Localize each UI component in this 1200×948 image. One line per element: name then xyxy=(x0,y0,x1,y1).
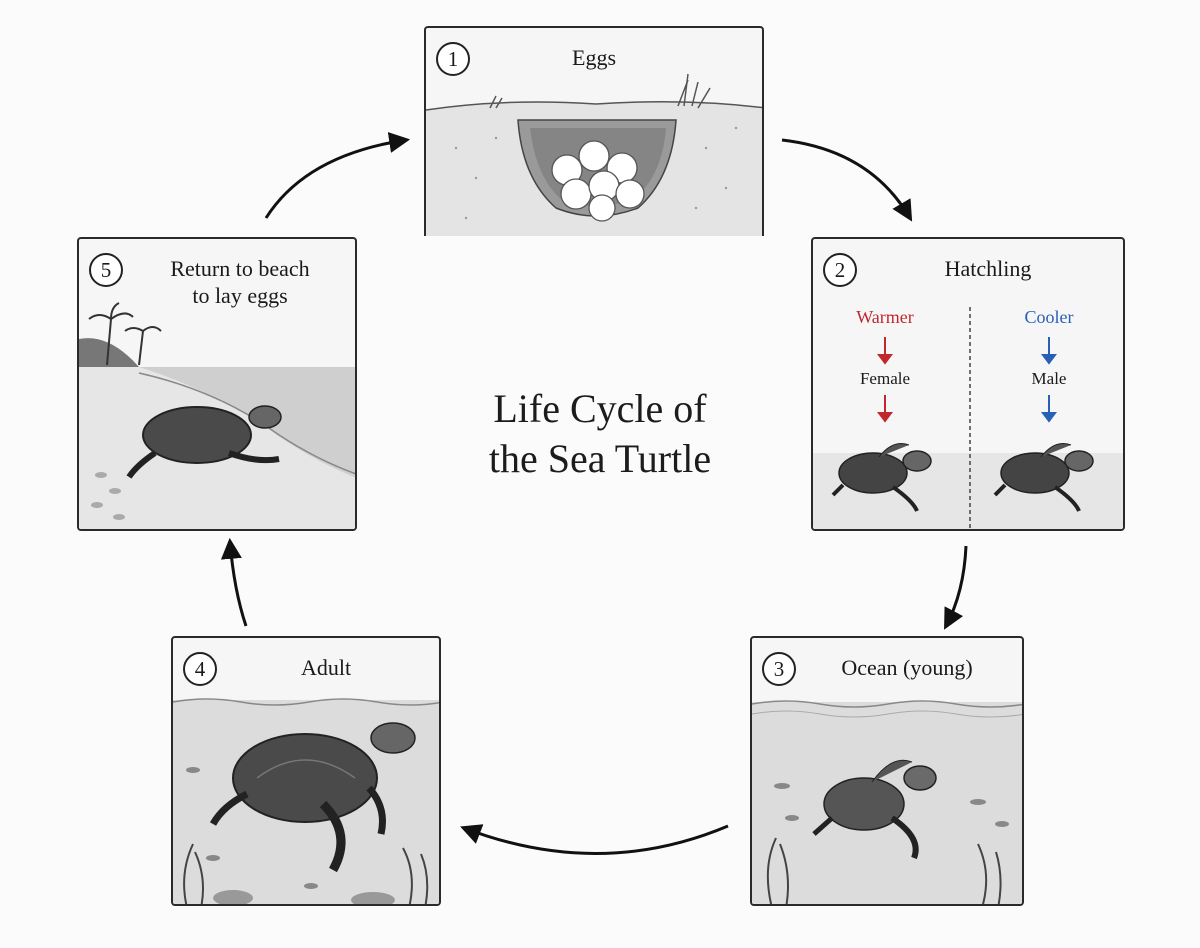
beach-turtle-illustration xyxy=(79,302,355,529)
stage-eggs-panel: 1 Eggs xyxy=(424,26,764,236)
stage-title: Eggs xyxy=(572,45,616,70)
stage-number-badge: 1 xyxy=(436,42,470,76)
arrow-eggs-to-hatchling xyxy=(781,138,913,222)
warm-arrows xyxy=(877,337,893,423)
stage-number-badge: 3 xyxy=(762,652,796,686)
stage-number-badge: 4 xyxy=(183,652,217,686)
hatchling-turtle-left xyxy=(831,443,932,512)
title-line-1: Life Cycle of xyxy=(493,386,707,431)
coral xyxy=(183,843,429,904)
arrow-hatchling-to-ocean xyxy=(944,545,968,630)
title-line-2: the Sea Turtle xyxy=(488,436,712,481)
hatchling-illustration xyxy=(813,307,1123,529)
seaweed xyxy=(766,837,1002,904)
stage-title: Adult xyxy=(300,655,352,680)
small-fish xyxy=(186,767,318,889)
nesting-turtle xyxy=(126,405,282,479)
cool-arrows xyxy=(1041,337,1057,423)
arrow-ocean-to-adult xyxy=(460,824,729,855)
diagram-title: Life Cycle of the Sea Turtle xyxy=(420,384,780,484)
male-label: Male xyxy=(1031,369,1067,388)
arrow-adult-to-return xyxy=(220,537,248,627)
stage-ocean-young-panel: 3 Ocean (young) xyxy=(750,636,1024,906)
cool-label: Cooler xyxy=(1024,307,1074,327)
stage-adult-panel: 4 Adult xyxy=(171,636,441,906)
young-turtle-ocean-illustration xyxy=(752,700,1022,904)
stage-title: Ocean (young) xyxy=(841,655,973,680)
stage-title: Return to beach to lay eggs xyxy=(133,255,347,309)
hatchling-turtle-right xyxy=(993,443,1094,512)
female-label: Female xyxy=(859,369,911,388)
stage-title-line-1: Return to beach xyxy=(170,256,310,281)
small-fish xyxy=(774,783,1009,827)
arrow-return-to-eggs xyxy=(264,132,411,219)
stage-title: Hatchling xyxy=(944,256,1032,281)
stage-number-badge: 2 xyxy=(823,253,857,287)
adult-turtle-ocean-illustration xyxy=(173,698,439,904)
stage-title-line-2: to lay eggs xyxy=(192,283,288,308)
stage-hatchling-panel: 2 Hatchling Warmer Female Cooler Male xyxy=(811,237,1125,531)
warm-label: Warmer xyxy=(856,307,914,327)
adult-turtle xyxy=(209,722,416,873)
palm-trees xyxy=(88,302,162,366)
stage-return-panel: 5 Return to beach to lay eggs xyxy=(77,237,357,531)
eggs-nest-illustration xyxy=(426,73,762,236)
stage-number-badge: 5 xyxy=(89,253,123,287)
young-turtle xyxy=(812,759,937,860)
flipper-tracks xyxy=(91,472,125,520)
